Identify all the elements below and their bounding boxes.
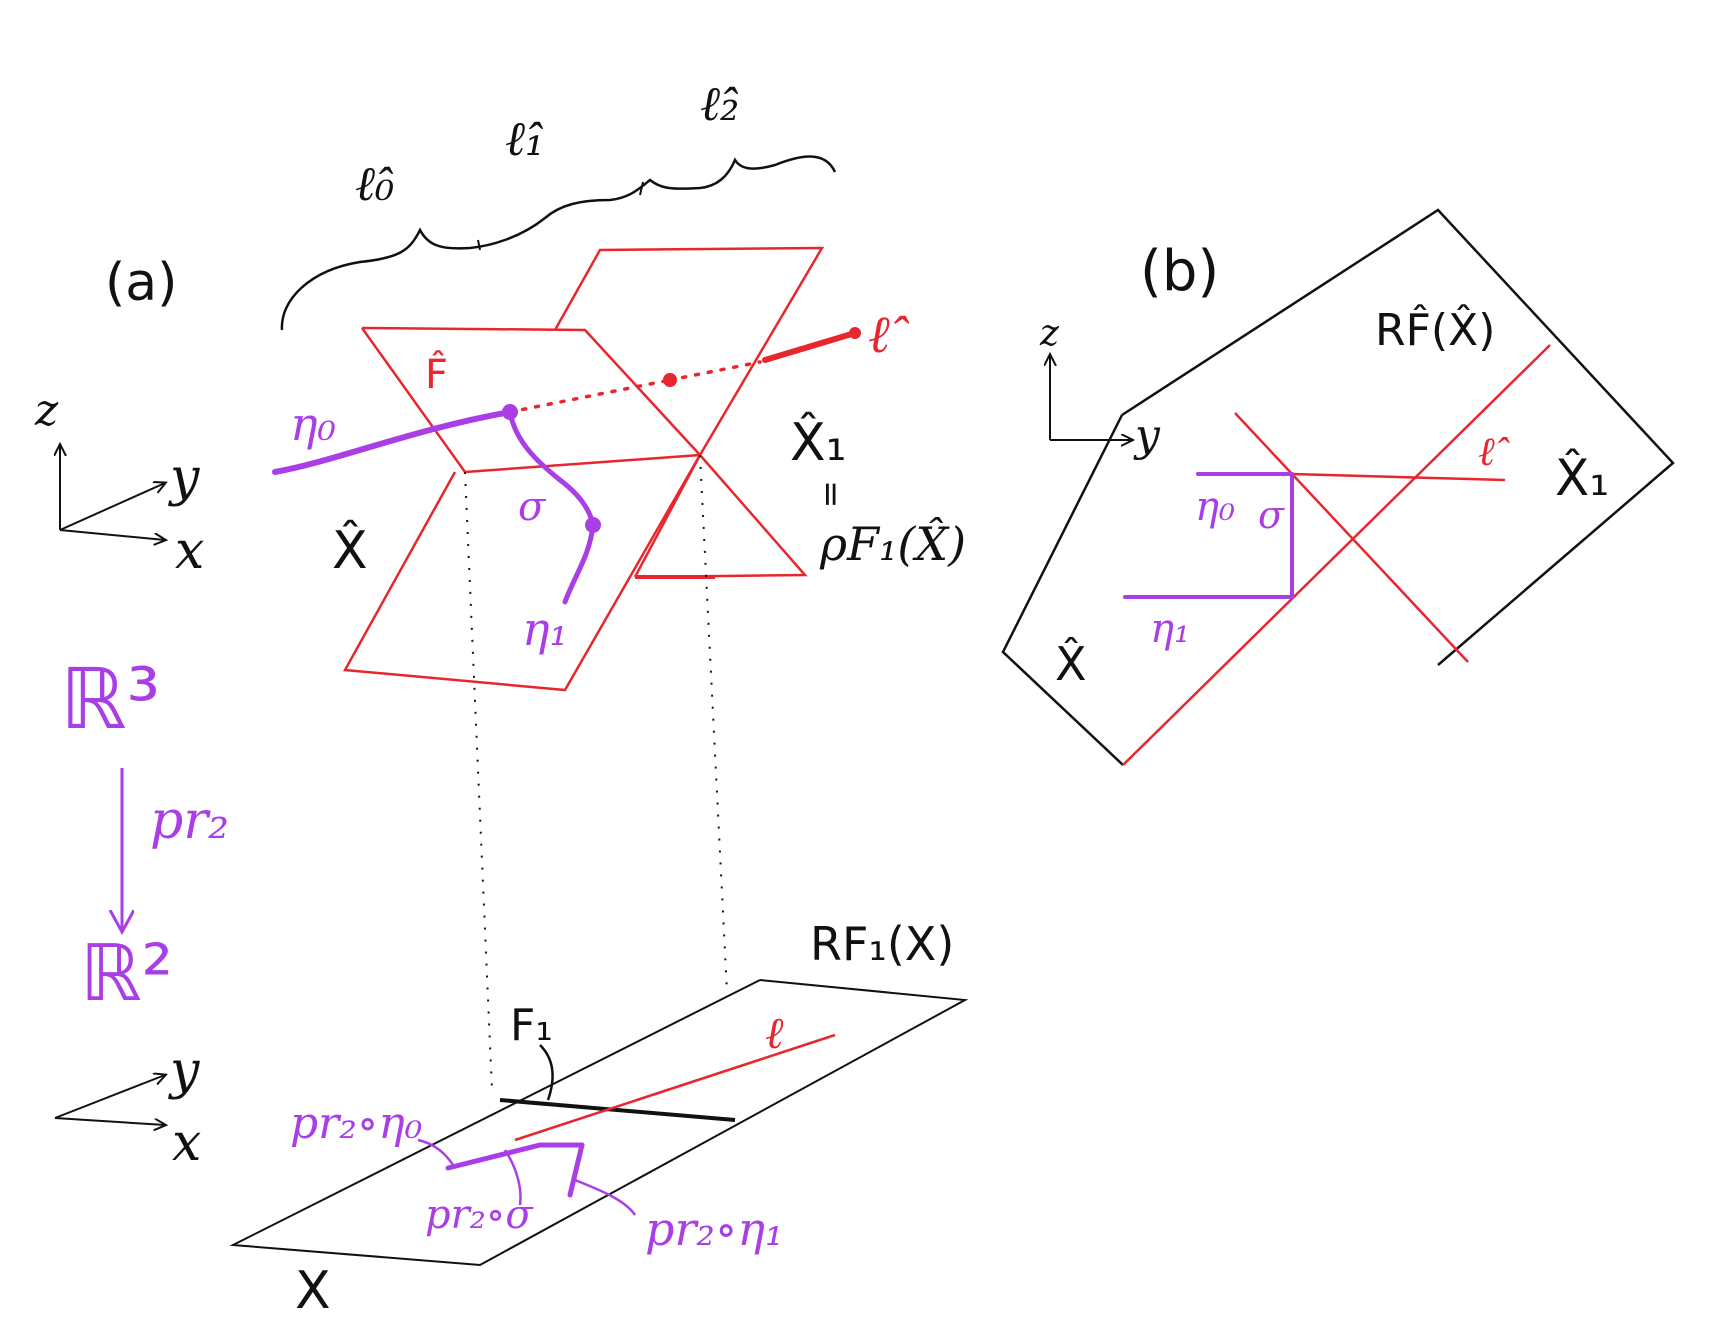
label-b-eta1: η₁ [1150, 606, 1190, 652]
label-R2: ℝ² [80, 929, 173, 1019]
axis2d-x-label: x [172, 1113, 201, 1173]
base-plane-X [229, 979, 969, 1267]
label-b-RFX: RF̂(X̂) [1375, 303, 1495, 356]
brace-label-l2: ℓ̂₂ [700, 76, 739, 132]
label-F-hat: F̂ [425, 350, 448, 398]
axis3d-y-label: y [168, 448, 200, 508]
label-pr2-eta0: pr₂∘η₀ [290, 1098, 423, 1149]
projection-lines [464, 454, 728, 1091]
label-pr2-eta1: pr₂∘η₁ [645, 1202, 783, 1256]
panel-a: (a) ℓ̂₀ ℓ̂₁ ℓ̂₂ z y x [34, 76, 969, 1317]
label-eta1: η₁ [522, 602, 568, 656]
F1-segment [499, 1098, 736, 1122]
axis3d-x-label: x [175, 521, 204, 581]
label-b-eta0: η₀ [1195, 484, 1235, 530]
axis2d-y-label: y [168, 1041, 200, 1101]
panel-a-label: (a) [105, 253, 177, 313]
label-pr2-sigma: pr₂∘σ [425, 1192, 534, 1238]
purple-paths-b [1123, 472, 1294, 599]
label-X1-hat: X̂₁ [790, 412, 846, 473]
purple-paths [272, 409, 596, 605]
red-planes [342, 246, 825, 692]
label-F1: F₁ [510, 1000, 553, 1051]
label-b-X1-hat: X̂₁ [1555, 448, 1609, 507]
axis-b-z-label: z [1039, 313, 1060, 354]
l-hat-line [508, 327, 861, 414]
label-X-hat: X̂ [332, 520, 368, 581]
label-b-X-hat: X̂ [1055, 637, 1087, 691]
axes-b: z y [1039, 313, 1161, 461]
label-eta0: η₀ [290, 397, 336, 451]
label-equals: = [811, 480, 851, 509]
axis-b-y-label: y [1133, 410, 1161, 461]
F1-pointer [539, 1044, 554, 1101]
ell-line [514, 1033, 836, 1142]
brace-label-l1: ℓ̂₁ [505, 111, 544, 167]
region-X-hat [1001, 414, 1124, 766]
eta1-endpoint [585, 517, 601, 533]
label-ell: ℓ [765, 1008, 784, 1059]
label-sigma: σ [518, 484, 547, 530]
label-pr2: pr₂ [150, 791, 229, 851]
brace-label-l0: ℓ̂₀ [355, 156, 394, 212]
label-b-l-hat: ℓ̂ [1478, 429, 1510, 475]
label-X: X [295, 1261, 331, 1317]
axis3d-z-label: z [34, 385, 59, 436]
red-lines-b [1122, 344, 1551, 766]
brace [280, 155, 837, 331]
label-b-sigma: σ [1258, 493, 1285, 537]
label-rho: ρF₁(X̂) [819, 517, 966, 571]
axes-2d: y x [54, 1041, 201, 1173]
eta0-endpoint [502, 404, 518, 420]
projected-paths [445, 1142, 585, 1198]
region-RFX [1121, 208, 1675, 666]
axes-3d: z y x [34, 385, 204, 581]
panel-b: (b) z y RF̂(X̂) ℓ̂ X̂₁ X̂ η₀ σ η₁ [1001, 208, 1675, 766]
label-RF1X: RF₁(X) [810, 917, 954, 971]
label-R3: ℝ³ [60, 650, 160, 748]
panel-b-label: (b) [1140, 239, 1219, 304]
label-l-hat: ℓ̂ [868, 305, 910, 365]
